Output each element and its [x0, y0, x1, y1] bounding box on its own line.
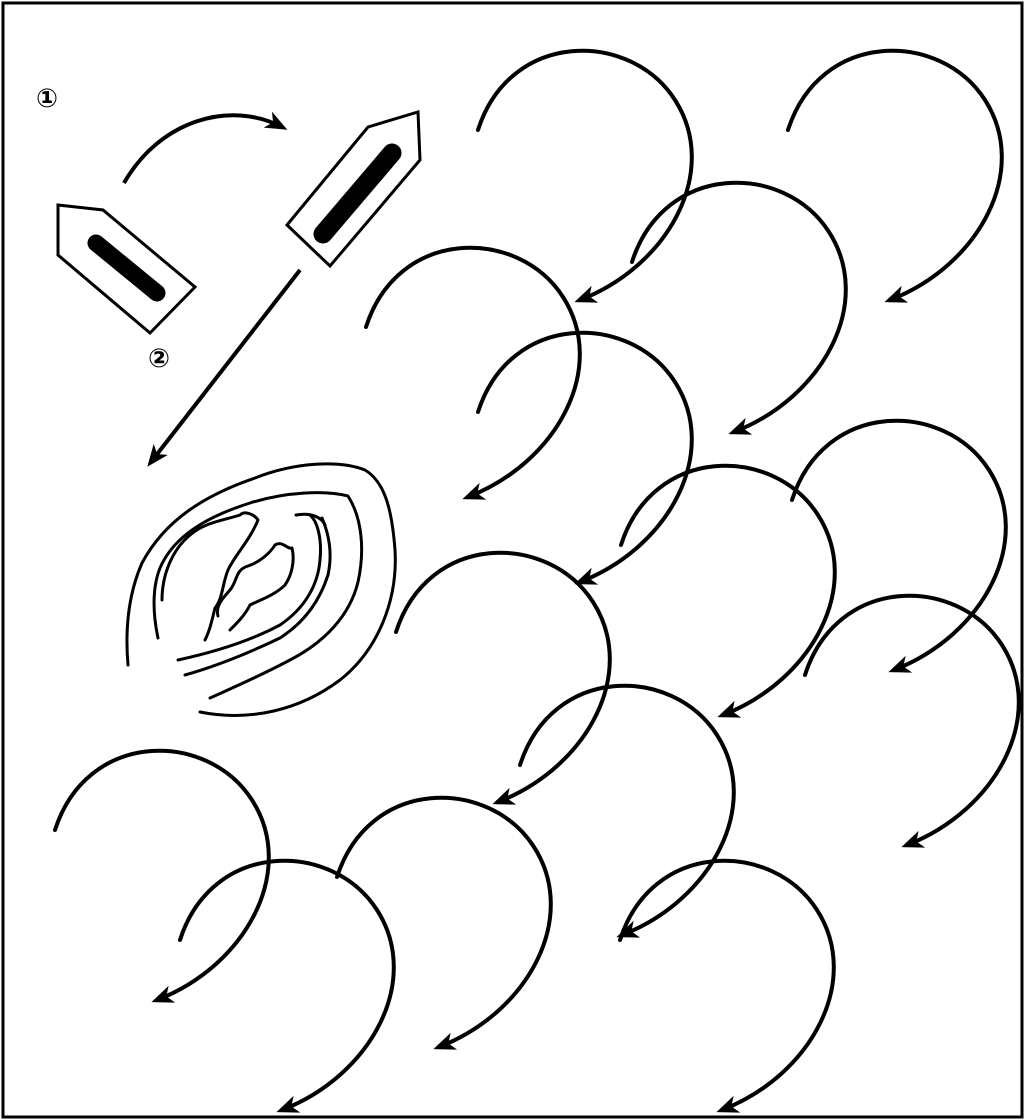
diagram-frame: [3, 3, 1022, 1117]
swirl-arrow-icon: [366, 248, 580, 497]
swirl-arrow-icon: [55, 751, 269, 1000]
swirl-arrow-icon: [805, 596, 1019, 845]
swirl-arrow-icon: [180, 861, 394, 1110]
swirl-arrow-icon: [620, 861, 834, 1110]
swirl-arrow-icon: [478, 333, 692, 582]
swirl-arrow-icon: [478, 51, 692, 300]
marker-2: ②: [148, 344, 170, 374]
swirl-arrow-icon: [621, 466, 835, 715]
swirl-arrow-icon: [632, 183, 846, 432]
turn-arrow: [124, 115, 282, 183]
reef-contour-icon: [127, 464, 395, 716]
swirl-arrow-icon: [788, 51, 1002, 300]
swirl-arrow-icon: [337, 798, 551, 1047]
swirl-arrow-icon: [396, 553, 610, 802]
boat-icon-1: [287, 112, 420, 266]
boat-icon-2: [58, 205, 195, 333]
marker-1: ①: [36, 84, 58, 114]
swirl-arrow-icon: [792, 421, 1006, 670]
